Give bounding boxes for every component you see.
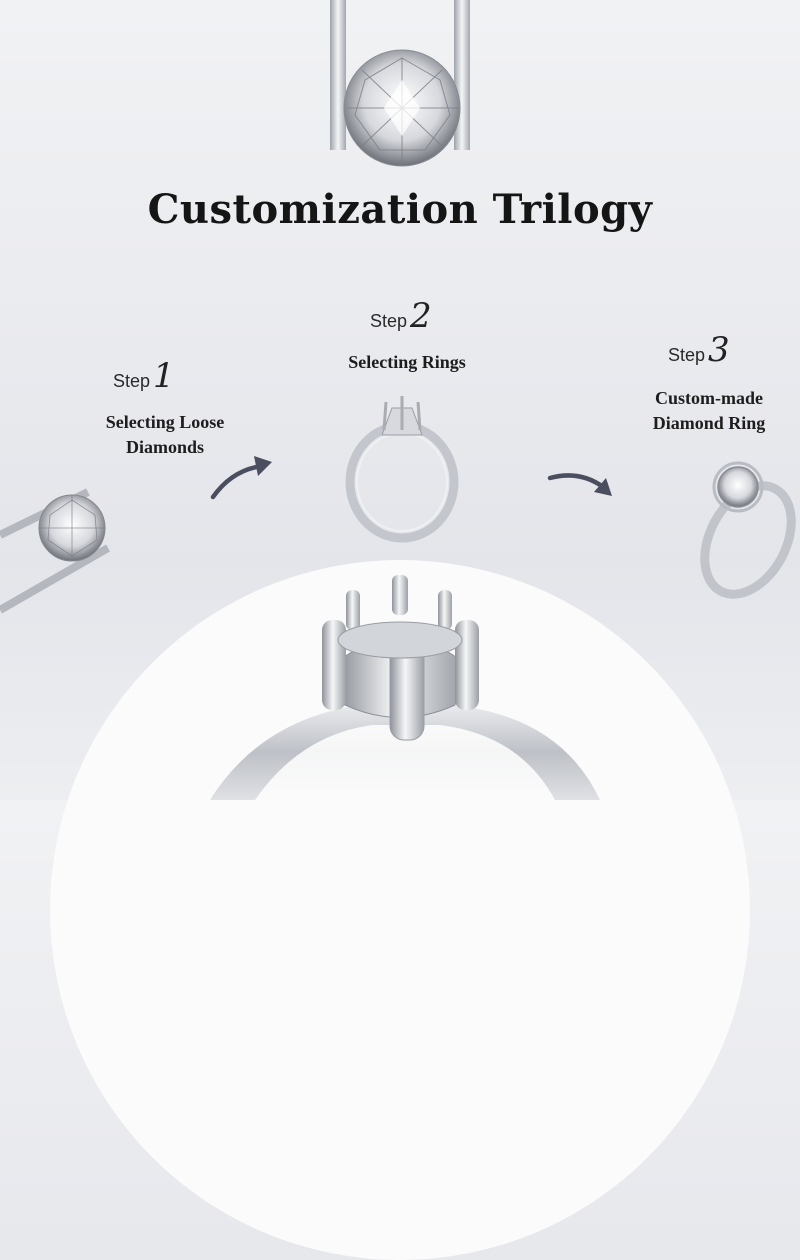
curved-arrow-icon	[210, 456, 272, 500]
step-1-heading: Step1	[113, 356, 175, 396]
tweezers-holding-diamond-icon	[330, 0, 470, 167]
curved-arrow-icon	[547, 473, 612, 496]
step-2-caption-line-1: Selecting Rings	[348, 352, 466, 372]
step-3-number: 3	[708, 330, 730, 370]
tweezers-with-loose-diamond-icon	[0, 488, 110, 614]
step-2-heading: Step2	[370, 296, 432, 336]
solitaire-ring-setting-icon	[345, 396, 459, 543]
step-2-number: 2	[410, 296, 432, 336]
step-2-word: Step	[370, 311, 408, 331]
step-1-caption: Selecting Loose Diamonds	[60, 410, 270, 460]
step-3-heading: Step3	[668, 330, 730, 370]
step-1-caption-line-1: Selecting Loose	[105, 412, 225, 432]
page-title: Customization Trilogy	[147, 186, 653, 233]
step-1-word: Step	[113, 371, 151, 391]
finished-diamond-ring-icon	[700, 461, 796, 599]
step-3-caption: Custom-made Diamond Ring	[604, 386, 800, 436]
step-1-caption-line-2: Diamonds	[125, 437, 205, 457]
step-3-word: Step	[668, 345, 706, 365]
step-2-caption: Selecting Rings	[300, 350, 514, 375]
step-3-caption-line-2: Diamond Ring	[652, 413, 766, 433]
step-1-number: 1	[153, 356, 175, 396]
six-prong-setting-closeup-icon	[210, 575, 600, 800]
step-3-caption-line-1: Custom-made	[655, 388, 763, 408]
